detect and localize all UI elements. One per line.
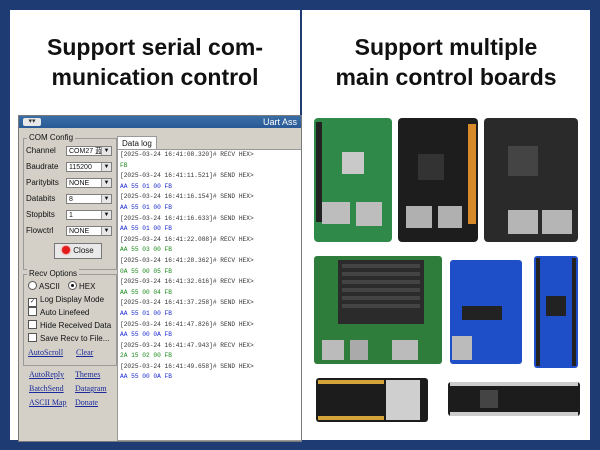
donate-link[interactable]: Donate	[75, 398, 99, 407]
batchsend-link[interactable]: BatchSend	[29, 384, 64, 393]
radio-selected-icon	[68, 281, 77, 290]
window-title: Uart Ass	[262, 117, 297, 127]
radio-icon	[28, 281, 37, 290]
log-send-line: AA 55 01 00 FB	[120, 182, 172, 190]
ascii-map-link[interactable]: ASCII Map	[29, 398, 67, 407]
paritybits-select[interactable]: NONE▼	[66, 178, 112, 188]
dark-sbc-board-image	[484, 118, 578, 242]
com-config-title: COM Config	[27, 133, 76, 142]
log-timestamp-line: [2025-03-24 16:41:32.616]# RECV HEX>	[120, 278, 254, 286]
chevron-down-icon: ▼	[101, 147, 111, 155]
tab-data-log[interactable]: Data log	[117, 136, 157, 150]
serial-assistant-window: ▾▾ Uart Ass COM Config Channel COM27 蓝▼ …	[18, 115, 302, 442]
right-panel: Support multiple main control boards	[302, 10, 590, 440]
chevron-down-icon: ▼	[101, 211, 111, 219]
log-timestamp-line: [2025-03-24 16:41:16.154]# SEND HEX>	[120, 193, 254, 201]
black-dev-board-image	[398, 118, 478, 242]
datagram-link[interactable]: Datagram	[75, 384, 107, 393]
channel-select[interactable]: COM27 蓝▼	[66, 146, 112, 156]
log-send-line: AA 55 01 00 FB	[120, 203, 172, 211]
log-timestamp-line: [2025-03-24 16:41:08.320]# RECV HEX>	[120, 151, 254, 158]
paritybits-label: Paritybits	[26, 178, 59, 187]
log-recv-line: 2A 15 02 00 FB	[120, 352, 172, 360]
autoreply-link[interactable]: AutoReply	[29, 370, 65, 379]
themes-link[interactable]: Themes	[75, 370, 101, 379]
flowctrl-label: Flowctrl	[26, 226, 54, 235]
recv-options-title: Recv Options	[27, 269, 80, 278]
log-timestamp-line: [2025-03-24 16:41:16.633]# SEND HEX>	[120, 214, 254, 222]
left-heading-line1: Support serial com-	[47, 34, 263, 60]
log-send-line: AA 55 00 0A FB	[120, 373, 172, 381]
app-menu-icon[interactable]: ▾▾	[23, 118, 41, 126]
databits-select[interactable]: 8▼	[66, 194, 112, 204]
stm32-board-image	[534, 256, 578, 368]
jetson-board-image	[314, 256, 442, 364]
log-timestamp-line: [2025-03-24 16:41:47.826]# SEND HEX>	[120, 320, 254, 328]
left-heading: Support serial com- munication control	[10, 32, 300, 92]
check-icon: ✓	[28, 298, 37, 307]
com-config-group: COM Config Channel COM27 蓝▼ Baudrate 115…	[23, 133, 117, 270]
ascii-radio[interactable]: ASCII	[28, 281, 60, 292]
right-heading-line2: main control boards	[335, 64, 557, 90]
chevron-down-icon: ▼	[101, 179, 111, 187]
log-send-line: AA 55 01 00 FB	[120, 309, 172, 317]
autoscroll-link[interactable]: AutoScroll	[28, 348, 64, 357]
boards-collage	[314, 118, 580, 422]
left-heading-line2: munication control	[51, 64, 259, 90]
auto-linefeed-checkbox[interactable]: Auto Linefeed	[28, 307, 89, 318]
recv-options-group: Recv Options ASCII HEX ✓Log Display Mode…	[23, 269, 117, 366]
stopbits-select[interactable]: 1▼	[66, 210, 112, 220]
log-recv-line: FB	[120, 161, 128, 169]
right-heading-line1: Support multiple	[354, 34, 538, 60]
log-timestamp-line: [2025-03-24 16:41:47.943]# RECV HEX>	[120, 341, 254, 349]
log-timestamp-line: [2025-03-24 16:41:37.258]# SEND HEX>	[120, 299, 254, 307]
save-recv-checkbox[interactable]: Save Recv to File...	[28, 333, 109, 344]
stopbits-label: Stopbits	[26, 210, 55, 219]
log-send-line: AA 55 00 0A FB	[120, 331, 172, 339]
log-recv-line: AA 55 03 00 FB	[120, 246, 172, 254]
chevron-down-icon: ▼	[101, 195, 111, 203]
flowctrl-select[interactable]: NONE▼	[66, 226, 112, 236]
channel-label: Channel	[26, 146, 56, 155]
log-timestamp-line: [2025-03-24 16:41:11.521]# SEND HEX>	[120, 172, 254, 180]
uno-board-image	[450, 260, 522, 364]
chevron-down-icon: ▼	[101, 163, 111, 171]
clear-link[interactable]: Clear	[76, 348, 94, 357]
pico-board-image	[448, 382, 580, 416]
close-port-button[interactable]: Close	[54, 243, 102, 259]
log-display-mode-checkbox[interactable]: ✓Log Display Mode	[28, 295, 105, 307]
status-led-icon	[62, 246, 71, 254]
data-log-pane[interactable]: [2025-03-24 16:41:08.320]# RECV HEX> FB [2…	[117, 149, 301, 441]
log-timestamp-line: [2025-03-24 16:41:22.088]# RECV HEX>	[120, 235, 254, 243]
window-titlebar: ▾▾ Uart Ass	[19, 116, 301, 128]
log-recv-line: 0A 55 00 05 FB	[120, 267, 172, 275]
hex-radio[interactable]: HEX	[68, 281, 95, 292]
chevron-down-icon: ▼	[101, 227, 111, 235]
baudrate-label: Baudrate	[26, 162, 59, 171]
log-timestamp-line: [2025-03-24 16:41:28.362]# RECV HEX>	[120, 256, 254, 264]
log-recv-line: AA 55 00 04 FB	[120, 288, 172, 296]
hide-received-data-checkbox[interactable]: Hide Received Data	[28, 320, 111, 331]
right-heading: Support multiple main control boards	[302, 32, 590, 92]
log-timestamp-line: [2025-03-24 16:41:49.658]# SEND HEX>	[120, 362, 254, 370]
databits-label: Databits	[26, 194, 56, 203]
raspberry-pi-board-image	[314, 118, 392, 242]
baudrate-select[interactable]: 115200▼	[66, 162, 112, 172]
esp32-board-image	[316, 378, 428, 422]
log-send-line: AA 55 01 00 FB	[120, 225, 172, 233]
